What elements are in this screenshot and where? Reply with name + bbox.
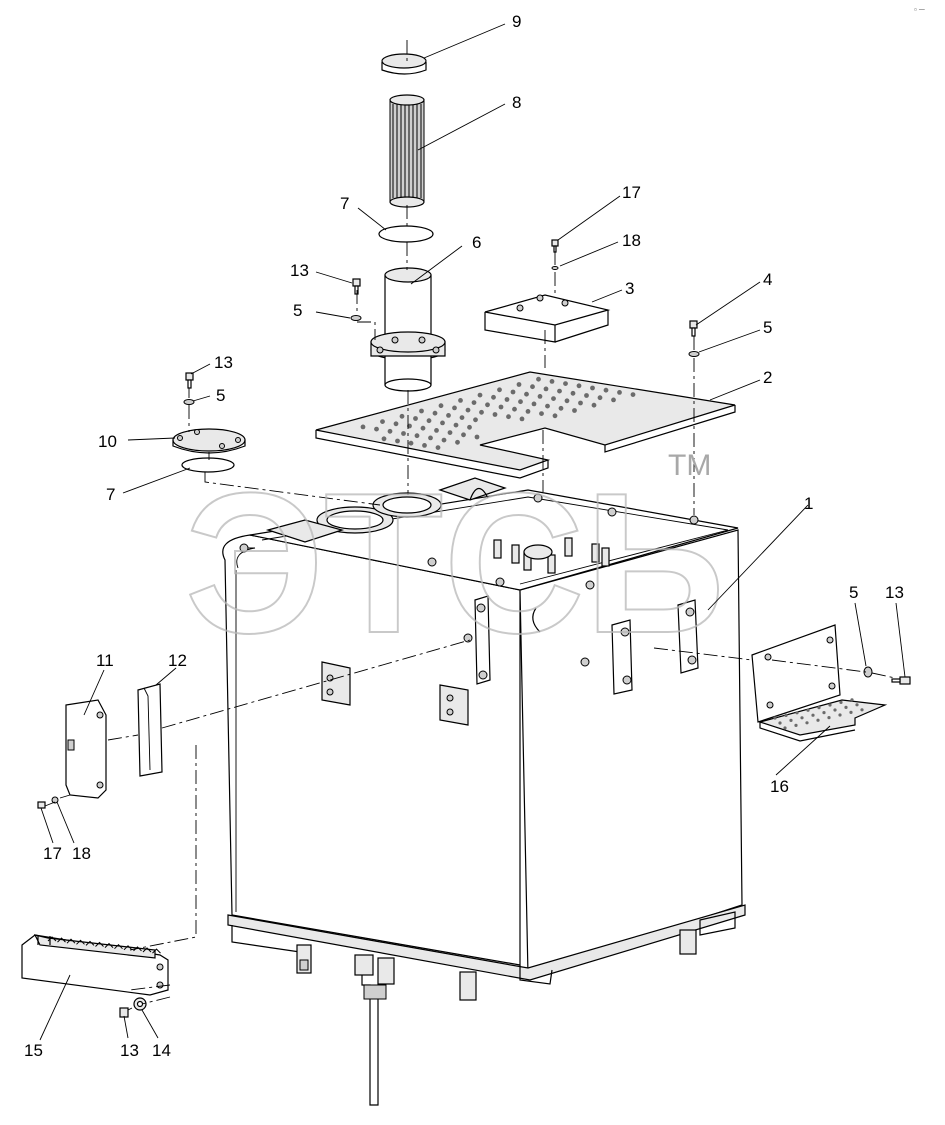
filler-cap-9 bbox=[381, 53, 427, 75]
callout-18: 18 bbox=[72, 844, 91, 863]
callout-11: 11 bbox=[96, 651, 114, 670]
callout-13: 13 bbox=[885, 583, 904, 602]
svg-text:ЭТСЬ: ЭТСЬ bbox=[185, 452, 725, 675]
callout-18: 18 bbox=[622, 231, 641, 250]
callout-14: 14 bbox=[152, 1041, 171, 1060]
callout-12: 12 bbox=[168, 651, 187, 670]
step-bracket-16 bbox=[751, 624, 888, 742]
callout-17: 17 bbox=[622, 183, 641, 202]
filler-neck-6 bbox=[370, 267, 446, 392]
perforated-cover bbox=[315, 371, 736, 479]
callout-7: 7 bbox=[106, 485, 115, 504]
center-lines bbox=[44, 40, 896, 1011]
filter-element-8 bbox=[389, 94, 425, 208]
callout-4: 4 bbox=[763, 270, 772, 289]
callout-5: 5 bbox=[293, 301, 302, 320]
callout-13: 13 bbox=[290, 261, 309, 280]
callout-13: 13 bbox=[214, 353, 233, 372]
callout-6: 6 bbox=[472, 233, 481, 252]
rubber-pad-12 bbox=[137, 683, 163, 777]
o-ring-7-lower bbox=[181, 457, 235, 473]
svg-text:TM: TM bbox=[668, 449, 711, 482]
callout-5: 5 bbox=[763, 318, 772, 337]
watermark: ЭТСЬ TM bbox=[184, 449, 726, 676]
bracket-3 bbox=[484, 294, 611, 343]
callout-1: 1 bbox=[804, 494, 813, 513]
fasteners bbox=[37, 239, 911, 1018]
callout-8: 8 bbox=[512, 93, 521, 112]
callout-3: 3 bbox=[625, 279, 634, 298]
callout-13: 13 bbox=[120, 1041, 139, 1060]
callout-9: 9 bbox=[512, 12, 521, 31]
step-15 bbox=[21, 934, 169, 996]
callout-17: 17 bbox=[43, 844, 62, 863]
callout-16: 16 bbox=[770, 777, 789, 796]
callout-5: 5 bbox=[216, 386, 225, 405]
callout-5: 5 bbox=[849, 583, 858, 602]
callout-10: 10 bbox=[98, 432, 117, 451]
callout-7: 7 bbox=[340, 194, 349, 213]
wall-brackets bbox=[321, 580, 699, 726]
corner-mark: ▫ ─ bbox=[914, 5, 925, 14]
lid-fittings bbox=[239, 477, 699, 633]
leader-lines bbox=[39, 23, 906, 1041]
o-ring-7-upper bbox=[378, 225, 434, 243]
callout-labels: 9 8 7 6 13 5 17 18 3 4 5 2 13 5 10 7 1 5… bbox=[24, 12, 904, 1060]
cover-plate-10 bbox=[172, 428, 246, 454]
bracket-11 bbox=[65, 699, 107, 799]
callout-2: 2 bbox=[763, 368, 772, 387]
callout-15: 15 bbox=[24, 1041, 43, 1060]
